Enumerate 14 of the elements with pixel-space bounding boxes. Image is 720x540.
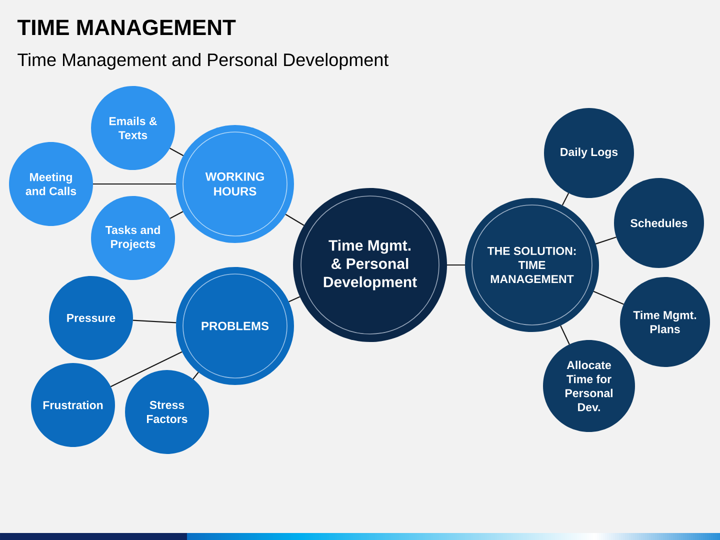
connector-line [285, 214, 304, 226]
connector-line [192, 372, 199, 380]
connector-line [170, 148, 184, 156]
connector-line [288, 296, 300, 302]
connector-line [110, 351, 182, 388]
connector-line [562, 192, 570, 206]
connector-line [93, 183, 176, 185]
connector-line [132, 320, 176, 324]
connector-line [447, 264, 465, 266]
connector-line [170, 211, 184, 219]
title: TIME MANAGEMENT [17, 20, 236, 36]
connector-line [595, 236, 616, 244]
connector-line [560, 325, 570, 345]
connector-line [593, 290, 624, 305]
